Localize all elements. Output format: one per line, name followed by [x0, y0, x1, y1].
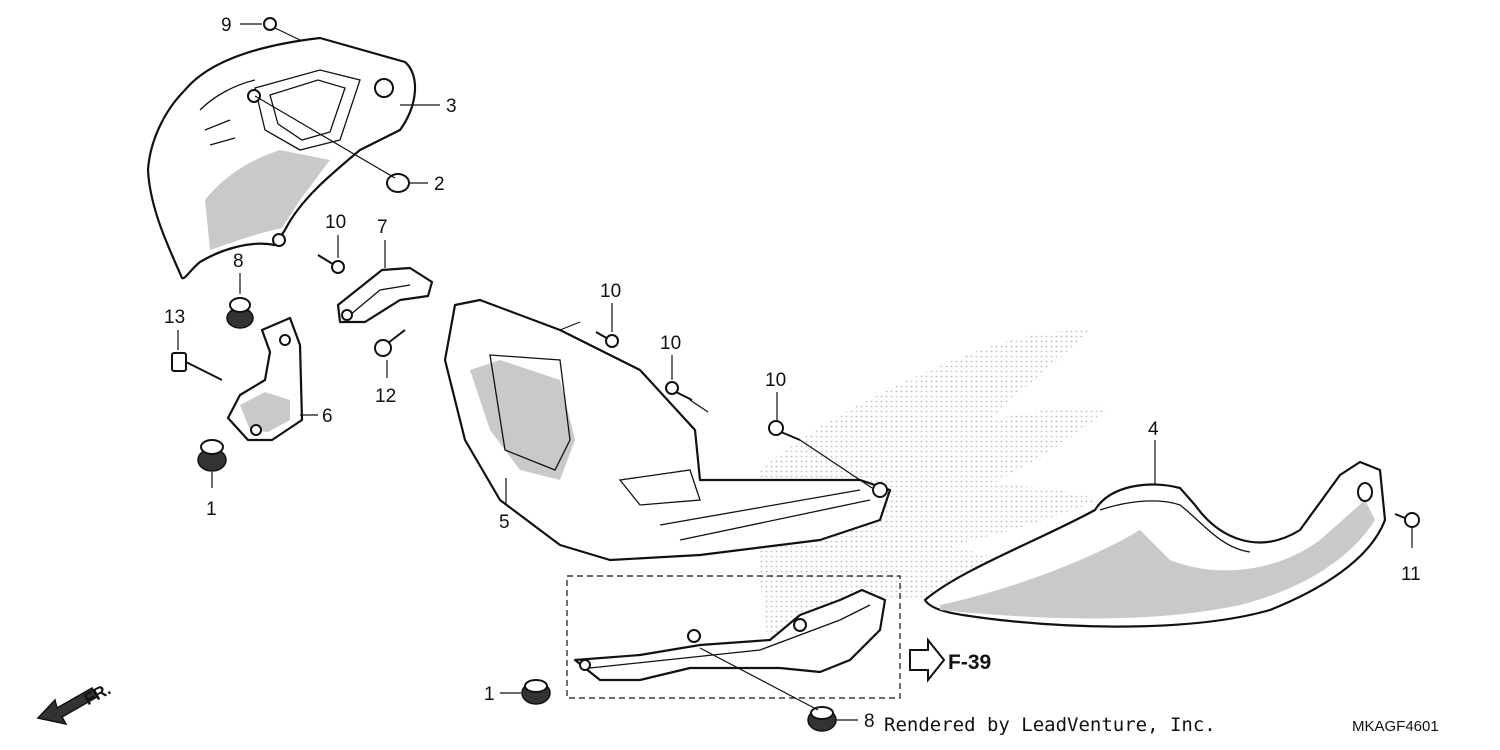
grommet-1-left-icon[interactable] — [197, 439, 227, 472]
diagram-code: MKAGF4601 — [1352, 718, 1439, 735]
screw-11-icon[interactable] — [1394, 512, 1420, 528]
callout-9: 9 — [221, 15, 232, 36]
screw-10-cowl-b-icon[interactable] — [665, 381, 693, 401]
callout-10-cowl-c: 10 — [765, 370, 786, 391]
screw-10-cowl-c-icon[interactable] — [768, 420, 801, 441]
screw-10-upper-icon[interactable] — [317, 254, 345, 274]
callout-2: 2 — [434, 174, 445, 195]
callout-10-upper: 10 — [325, 212, 346, 233]
part-3-inner-cover[interactable] — [146, 36, 417, 280]
screw-10-cowl-a-icon[interactable] — [595, 331, 619, 348]
callout-1-lower: 1 — [484, 684, 495, 705]
render-credit: Rendered by LeadVenture, Inc. — [884, 714, 1216, 736]
callout-7: 7 — [377, 217, 388, 238]
screw-9-icon[interactable] — [263, 17, 301, 41]
callout-4: 4 — [1148, 419, 1159, 440]
callout-8-upper: 8 — [233, 251, 244, 272]
callout-11: 11 — [1401, 564, 1421, 585]
grommet-8-lower-icon[interactable] — [807, 706, 837, 732]
part-5-lower-cowl[interactable] — [443, 298, 892, 562]
callout-3: 3 — [446, 96, 457, 117]
front-direction-label: FR. — [81, 679, 114, 709]
callout-10-cowl-a: 10 — [600, 281, 621, 302]
callout-1-left: 1 — [206, 499, 217, 520]
callout-5: 5 — [499, 512, 510, 533]
lower-bracket[interactable] — [573, 588, 887, 682]
callout-8-lower: 8 — [864, 711, 875, 732]
part-7-bracket[interactable] — [336, 266, 434, 324]
reference-label[interactable]: F-39 — [948, 651, 991, 674]
grommet-8-upper-icon[interactable] — [226, 297, 254, 329]
bolt-13-icon[interactable] — [171, 352, 223, 381]
callout-6: 6 — [322, 406, 333, 427]
inset-frame — [566, 575, 901, 699]
callout-10-cowl-b: 10 — [660, 333, 681, 354]
reference-arrow[interactable] — [909, 637, 946, 683]
callout-12: 12 — [375, 386, 396, 407]
wing-watermark — [758, 330, 1110, 650]
clip-2-icon[interactable] — [386, 173, 410, 193]
bolt-12-icon[interactable] — [374, 329, 406, 357]
part-4-side-cowl[interactable] — [923, 460, 1387, 628]
front-direction-arrow — [36, 686, 99, 726]
callout-13: 13 — [164, 307, 185, 328]
grommet-1-lower-icon[interactable] — [521, 679, 551, 705]
part-6-stay[interactable] — [226, 316, 304, 442]
